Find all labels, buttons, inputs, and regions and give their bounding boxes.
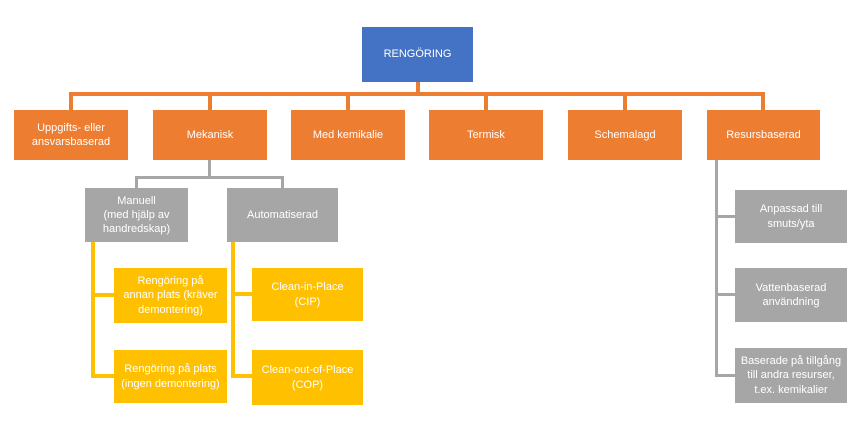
- node-resursbaserad: Resursbaserad: [707, 110, 820, 160]
- node-termisk-label: Termisk: [467, 128, 505, 141]
- connector-drop-resursbaserad: [761, 92, 765, 110]
- connector-mekanisk-rail: [135, 176, 284, 179]
- connector-drop-mekanisk: [208, 92, 212, 110]
- node-med-kemikalie-label: Med kemikalie: [312, 128, 384, 141]
- connector-automatiserad-spine: [231, 242, 235, 378]
- node-resursbaserad-label: Resursbaserad: [726, 128, 801, 141]
- node-rengoring-annan-plats: Rengöring på annan plats (kräver demonte…: [114, 268, 227, 323]
- node-vattenbaserad: Vattenbaserad användning: [735, 268, 847, 322]
- node-automatiserad: Automatiserad: [227, 188, 338, 242]
- node-anpassad: Anpassad till smuts/yta: [735, 190, 847, 243]
- connector-drop-med-kemikalie: [346, 92, 350, 110]
- connector-stub-annan-plats: [91, 293, 114, 297]
- connector-resursbaserad-spine: [715, 160, 718, 377]
- connector-manuell-spine: [91, 242, 95, 378]
- node-rengoring-pa-plats-label: Rengöring på plats (ingen demontering): [121, 363, 220, 390]
- node-manuell: Manuell (med hjälp av handredskap): [85, 188, 188, 242]
- node-schemalagd-label: Schemalagd: [594, 128, 656, 141]
- connector-stub-anpassad: [715, 215, 735, 218]
- connector-drop-uppgifts: [69, 92, 73, 110]
- node-manuell-label: Manuell (med hjälp av handredskap): [102, 194, 171, 236]
- node-uppgifts-label: Uppgifts- eller ansvarsbaserad: [31, 121, 111, 148]
- connector-mekanisk-stub: [208, 160, 211, 177]
- connector-stub-vattenbaserad: [715, 293, 735, 296]
- connector-root-stub: [416, 82, 420, 92]
- connector-level2-rail: [69, 92, 765, 96]
- node-uppgifts-ansvarsbaserad: Uppgifts- eller ansvarsbaserad: [14, 110, 128, 160]
- node-automatiserad-label: Automatiserad: [247, 208, 318, 221]
- node-rengoring-pa-plats: Rengöring på plats (ingen demontering): [114, 350, 227, 403]
- node-cop-label: Clean-out-of-Place (COP): [261, 364, 354, 391]
- node-baserade: Baserade på tillgång till andra resurser…: [735, 348, 847, 403]
- node-rengoring: RENGÖRING: [362, 27, 473, 82]
- connector-stub-pa-plats: [91, 374, 114, 378]
- node-med-kemikalie: Med kemikalie: [291, 110, 405, 160]
- connector-stub-baserade: [715, 374, 735, 377]
- node-mekanisk: Mekanisk: [153, 110, 267, 160]
- connector-drop-termisk: [484, 92, 488, 110]
- node-anpassad-label: Anpassad till smuts/yta: [759, 203, 823, 230]
- connector-drop-automatiserad: [281, 176, 284, 188]
- node-vattenbaserad-label: Vattenbaserad användning: [755, 281, 827, 308]
- node-mekanisk-label: Mekanisk: [186, 128, 234, 141]
- node-rengoring-annan-plats-label: Rengöring på annan plats (kräver demonte…: [123, 275, 218, 316]
- connector-stub-cip: [231, 292, 252, 296]
- connector-drop-schemalagd: [623, 92, 627, 110]
- node-termisk: Termisk: [429, 110, 543, 160]
- node-schemalagd: Schemalagd: [568, 110, 682, 160]
- node-cip-label: Clean-in-Place (CIP): [271, 281, 344, 308]
- node-rengoring-label: RENGÖRING: [383, 48, 452, 61]
- node-baserade-label: Baserade på tillgång till andra resurser…: [740, 355, 842, 396]
- connector-stub-cop: [231, 374, 252, 378]
- node-cop: Clean-out-of-Place (COP): [252, 350, 363, 405]
- node-cip: Clean-in-Place (CIP): [252, 268, 363, 321]
- connector-drop-manuell: [135, 176, 138, 188]
